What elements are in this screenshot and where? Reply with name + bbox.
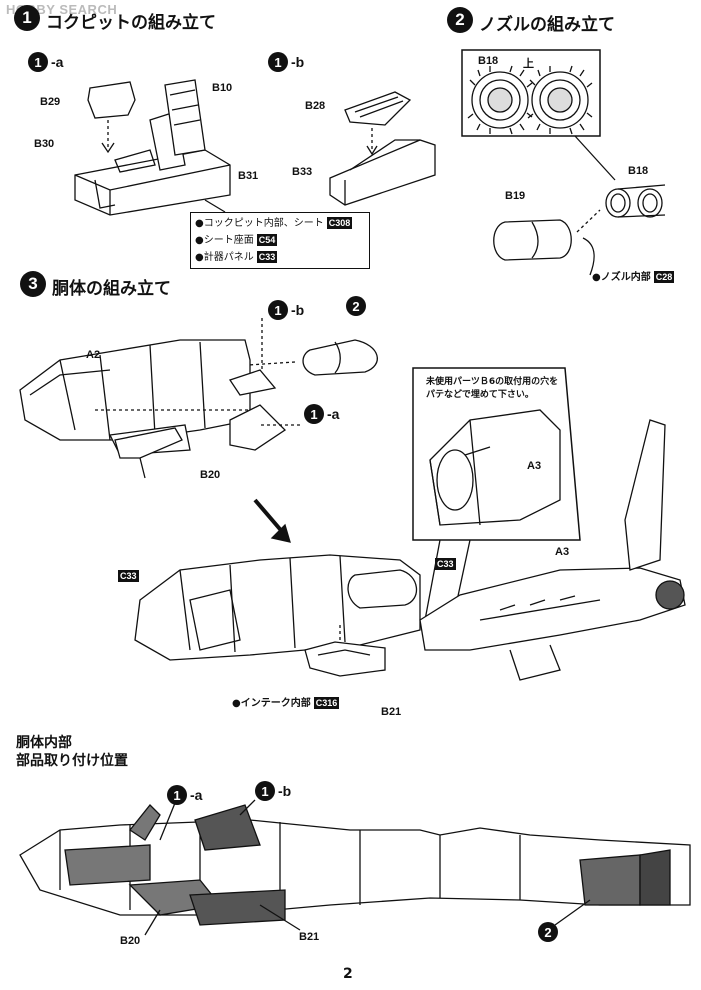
part-b28: B28 [305, 100, 326, 112]
c33-code: C33 [118, 570, 139, 582]
interior-part-b20: B20 [120, 935, 141, 947]
legend-text: ●計器パネル [195, 252, 254, 263]
part-a3-inset: A3 [527, 460, 542, 472]
seat-drawing [329, 91, 436, 206]
fuselage-b20-drawing [114, 427, 183, 479]
intake-b21-drawing [304, 641, 386, 677]
ref-1a-suffix: -a [327, 406, 340, 422]
part-a2: A2 [86, 349, 101, 361]
c33-code: C33 [435, 558, 456, 570]
interior-ref-1b-badge: 1 [255, 781, 275, 801]
part-b18: B18 [628, 165, 649, 177]
fuselage-a3-drawing [419, 419, 686, 681]
ref-1a-badge: 1 [304, 404, 324, 424]
intake-b19-drawing [493, 219, 572, 261]
step3-number: 3 [20, 271, 46, 297]
inset-a3-drawing [429, 409, 561, 526]
step1b-badge: 1 [268, 52, 288, 72]
part-b20: B20 [200, 469, 221, 481]
part-a3: A3 [555, 546, 570, 558]
interior-ref-1a-suffix: -a [190, 787, 203, 803]
legend-text: ●コックピット内部、シート [195, 218, 324, 229]
intake-note-code: C316 [313, 697, 340, 709]
c33-tag-left: C33 [115, 564, 139, 583]
step1-title: コクピットの組み立て [46, 13, 216, 33]
nozzle-note-code: C28 [653, 271, 675, 283]
step2-title: ノズルの組み立て [479, 15, 615, 35]
intake-note-text: ●インテーク内部 [232, 698, 311, 709]
part-b21: B21 [381, 706, 402, 718]
step1a-badge: 1 [28, 52, 48, 72]
cockpit-ref-drawing [229, 404, 287, 451]
ref-2-badge: 2 [346, 296, 366, 316]
nozzle-note-text: ●ノズル内部 [592, 272, 651, 283]
cockpit-tub-drawing [74, 79, 231, 216]
part-b18-box: B18 [478, 55, 499, 67]
step1a-suffix: -a [51, 54, 64, 70]
nozzle-rings [467, 65, 593, 135]
part-b30: B30 [34, 138, 55, 150]
nozzle-ref-drawing [302, 339, 378, 376]
part-b33: B33 [292, 166, 313, 178]
page-number: 2 [343, 966, 353, 982]
legend-code: C54 [256, 234, 278, 246]
step2-number: 2 [447, 7, 473, 33]
step1b-suffix: -b [291, 54, 305, 70]
legend-code: C308 [326, 217, 353, 229]
ref-1b-suffix: -b [291, 302, 305, 318]
fuselage-assembled-drawing [134, 554, 421, 661]
step3-title: 胴体の組み立て [52, 279, 171, 299]
legend-code: C33 [256, 251, 278, 263]
interior-ref-2-badge: 2 [538, 922, 558, 942]
interior-ref-1b-suffix: -b [278, 783, 292, 799]
ref-1b-badge: 1 [268, 300, 288, 320]
part-b10: B10 [212, 82, 233, 94]
part-b31: B31 [238, 170, 259, 182]
nozzle-b18-drawing [605, 184, 666, 218]
top-marker: 上 [523, 58, 534, 70]
interior-title-line1: 胴体内部 [16, 735, 72, 751]
inset-note-line2: パテなどで埋めて下さい。 [426, 390, 534, 400]
fuselage-interior-drawing [19, 804, 691, 926]
seat-ref-drawing [228, 369, 277, 396]
step1-number: 1 [14, 5, 40, 31]
interior-ref-1a-badge: 1 [167, 785, 187, 805]
part-b29: B29 [40, 96, 61, 108]
interior-part-b21: B21 [299, 931, 320, 943]
c33-tag-right: C33 [432, 552, 456, 571]
interior-title-line2: 部品取り付け位置 [16, 753, 128, 769]
inset-note-line1: 未使用パーツＢ6の取付用の穴を [426, 377, 559, 387]
part-b19: B19 [505, 190, 526, 202]
legend-text: ●シート座面 [195, 235, 254, 246]
